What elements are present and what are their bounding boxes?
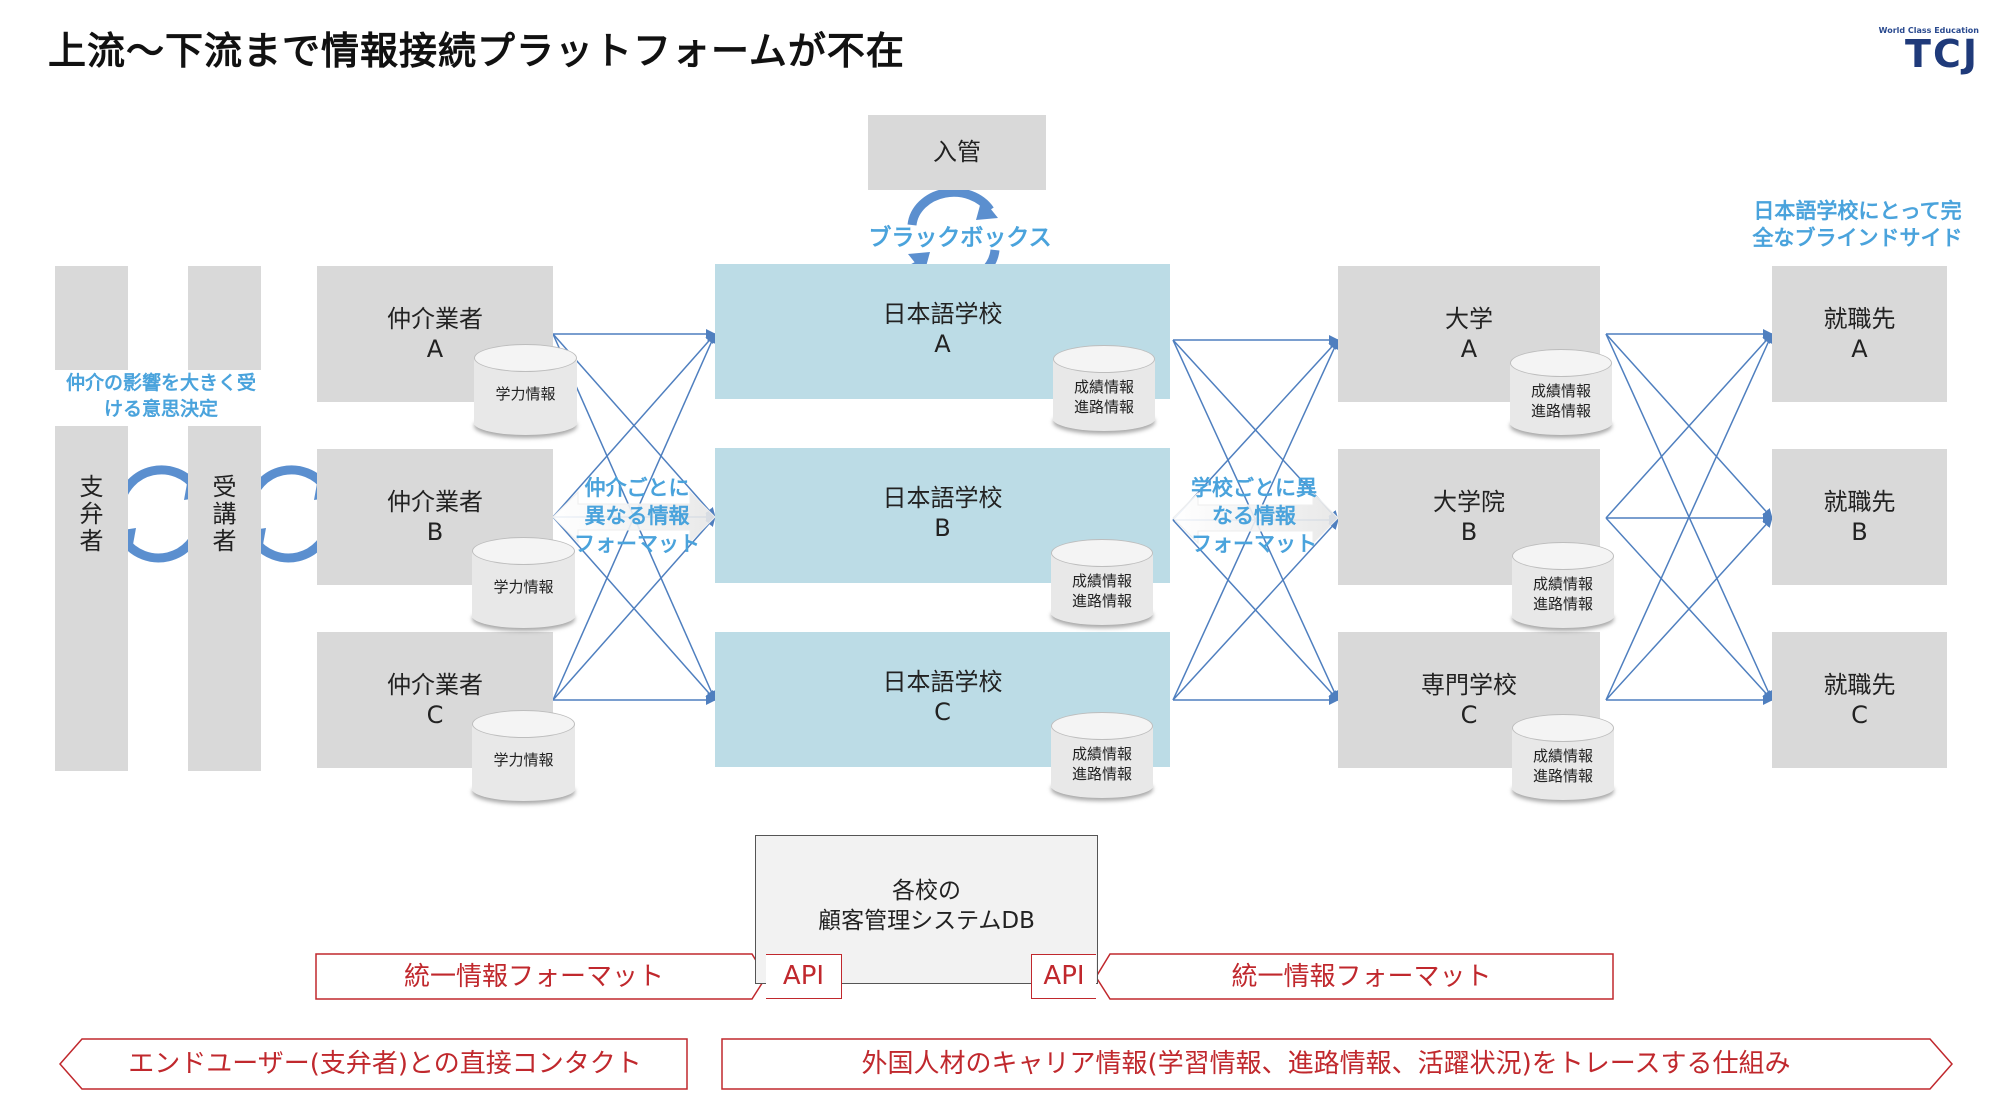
employer-label: 就職先 A bbox=[1823, 305, 1896, 363]
school-label: 日本語学校 C bbox=[882, 668, 1003, 726]
db-label: 成績情報 進路情報 bbox=[1532, 747, 1593, 785]
school-db-a: 成績情報 進路情報 bbox=[1053, 345, 1155, 431]
school-db-c: 成績情報 進路情報 bbox=[1051, 712, 1153, 798]
highered-label: 専門学校 C bbox=[1421, 671, 1517, 729]
school-label: 日本語学校 B bbox=[882, 484, 1003, 542]
left-decision-note: 仲介の影響を大きく受 ける意思決定 bbox=[55, 370, 267, 426]
broker-db-a: 学力情報 bbox=[474, 344, 577, 435]
broker-db-b: 学力情報 bbox=[472, 537, 575, 628]
unified-format-right: 統一情報フォーマット bbox=[1231, 962, 1492, 992]
blackbox-label: ブラックボックス bbox=[868, 225, 1052, 251]
page-title: 上流～下流まで情報接続プラットフォームが不在 bbox=[48, 29, 905, 73]
end-user-contact: エンドユーザー(支弁者)との直接コンタクト bbox=[128, 1049, 642, 1079]
highered-db-a: 成績情報 進路情報 bbox=[1510, 349, 1612, 435]
api-left-box: API bbox=[766, 954, 842, 999]
immigration-label: 入管 bbox=[933, 138, 981, 166]
broker-label: 仲介業者 C bbox=[387, 671, 483, 729]
highered-label: 大学 A bbox=[1445, 305, 1493, 363]
db-label: 成績情報 進路情報 bbox=[1071, 745, 1132, 783]
school-label: 日本語学校 A bbox=[882, 300, 1003, 358]
highered-employer-links bbox=[1605, 329, 1773, 705]
employer-box-c: 就職先 C bbox=[1772, 632, 1947, 768]
db-label: 学力情報 bbox=[493, 578, 554, 596]
employer-label: 就職先 C bbox=[1823, 671, 1896, 729]
immigration-box: 入管 bbox=[868, 115, 1046, 190]
db-label: 成績情報 進路情報 bbox=[1073, 378, 1134, 416]
logo-name: TCJ bbox=[1905, 32, 1979, 76]
highered-db-c: 成績情報 進路情報 bbox=[1512, 714, 1614, 800]
logo-tagline: World Class Education bbox=[1878, 26, 1979, 35]
broker-db-c: 学力情報 bbox=[472, 710, 575, 801]
tcj-logo: World Class Education TCJ bbox=[1879, 26, 1979, 73]
highered-label: 大学院 B bbox=[1433, 488, 1505, 546]
api-right-label: API bbox=[1043, 961, 1085, 991]
broker-label: 仲介業者 A bbox=[387, 305, 483, 363]
api-left-label: API bbox=[782, 961, 825, 991]
employer-box-b: 就職先 B bbox=[1772, 449, 1947, 585]
broker-label: 仲介業者 B bbox=[387, 488, 483, 546]
api-right-box: API bbox=[1031, 954, 1096, 999]
db-label: 成績情報 進路情報 bbox=[1532, 575, 1593, 613]
crm-db-label: 各校の 顧客管理システムDB bbox=[818, 878, 1035, 934]
red-banners bbox=[59, 953, 1953, 1090]
career-trace: 外国人材のキャリア情報(学習情報、進路情報、活躍状況)をトレースする仕組み bbox=[861, 1049, 1791, 1079]
student-label: 受 講 者 bbox=[212, 473, 237, 555]
employer-label: 就職先 B bbox=[1823, 488, 1896, 546]
supporter-column: 支 弁 者 bbox=[55, 266, 128, 771]
school-db-b: 成績情報 進路情報 bbox=[1051, 539, 1153, 625]
student-column: 受 講 者 bbox=[188, 266, 261, 771]
broker-format-note: 仲介ごとに 異なる情報 フォーマット bbox=[574, 476, 700, 556]
db-label: 学力情報 bbox=[495, 385, 556, 403]
db-label: 成績情報 進路情報 bbox=[1530, 382, 1591, 420]
db-label: 学力情報 bbox=[493, 751, 554, 769]
db-label: 成績情報 進路情報 bbox=[1071, 572, 1132, 610]
supporter-label: 支 弁 者 bbox=[79, 473, 104, 555]
employer-box-a: 就職先 A bbox=[1772, 266, 1947, 402]
highered-db-b: 成績情報 進路情報 bbox=[1512, 542, 1614, 628]
blind-side-note: 日本語学校にとって完 全なブラインドサイド bbox=[1752, 199, 1963, 250]
unified-format-left: 統一情報フォーマット bbox=[403, 962, 664, 992]
school-format-note: 学校ごとに異 なる情報 フォーマット bbox=[1191, 476, 1317, 556]
